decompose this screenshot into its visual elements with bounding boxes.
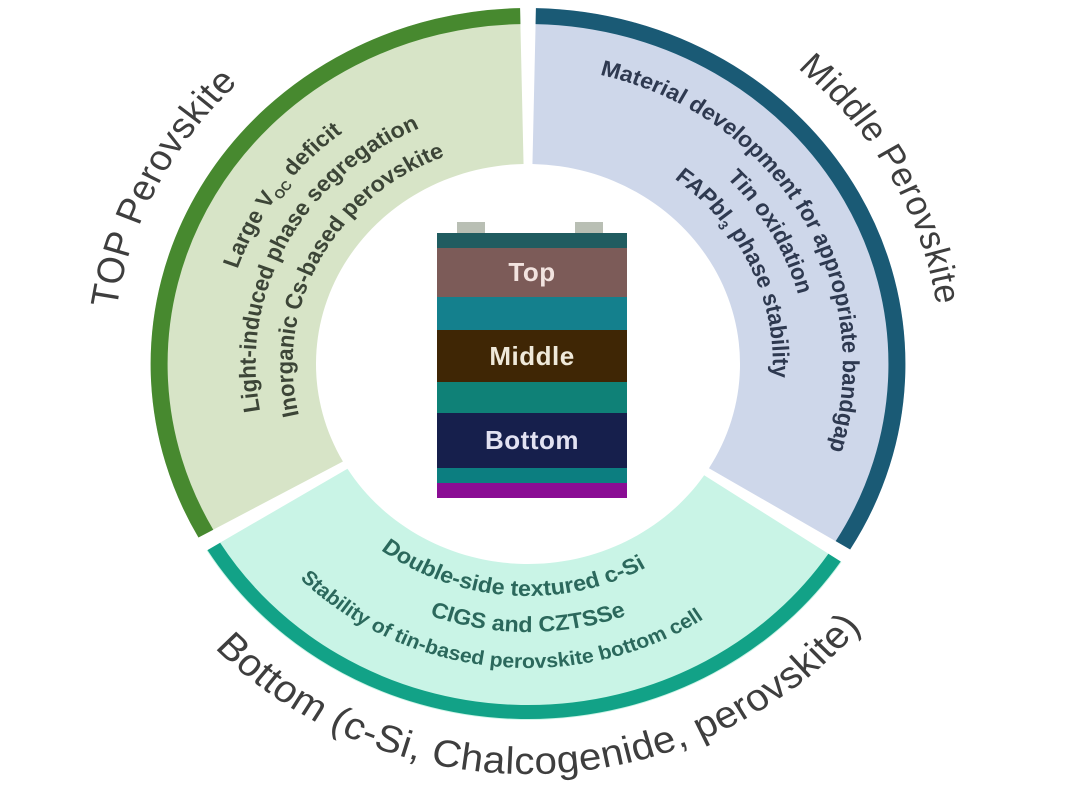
stack-layer-substrate xyxy=(437,483,627,498)
stack-layer-bottom-cell xyxy=(437,413,627,468)
stack-layer-electrode-bottom xyxy=(437,468,627,483)
segment-bottom-rim xyxy=(207,542,841,719)
stack-label-top: Top xyxy=(508,257,555,287)
stack-layer-interconnect-2 xyxy=(437,382,627,413)
segment-bottom-band xyxy=(206,468,842,720)
contact-tab-right xyxy=(575,222,603,236)
tandem-cell-stack: Top Middle Bottom xyxy=(437,222,627,498)
stack-layer-middle-cell xyxy=(437,330,627,382)
stack-layer-top-cell xyxy=(437,248,627,297)
segment-middle-perovskite-rim xyxy=(535,8,906,550)
stack-layer-interconnect-1 xyxy=(437,297,627,330)
stack-label-bottom: Bottom xyxy=(485,425,579,455)
segment-top-perovskite-rim xyxy=(150,8,521,538)
contact-tab-left xyxy=(457,222,485,236)
stack-layer-electrode-top xyxy=(437,233,627,248)
stack-label-middle: Middle xyxy=(489,341,574,371)
